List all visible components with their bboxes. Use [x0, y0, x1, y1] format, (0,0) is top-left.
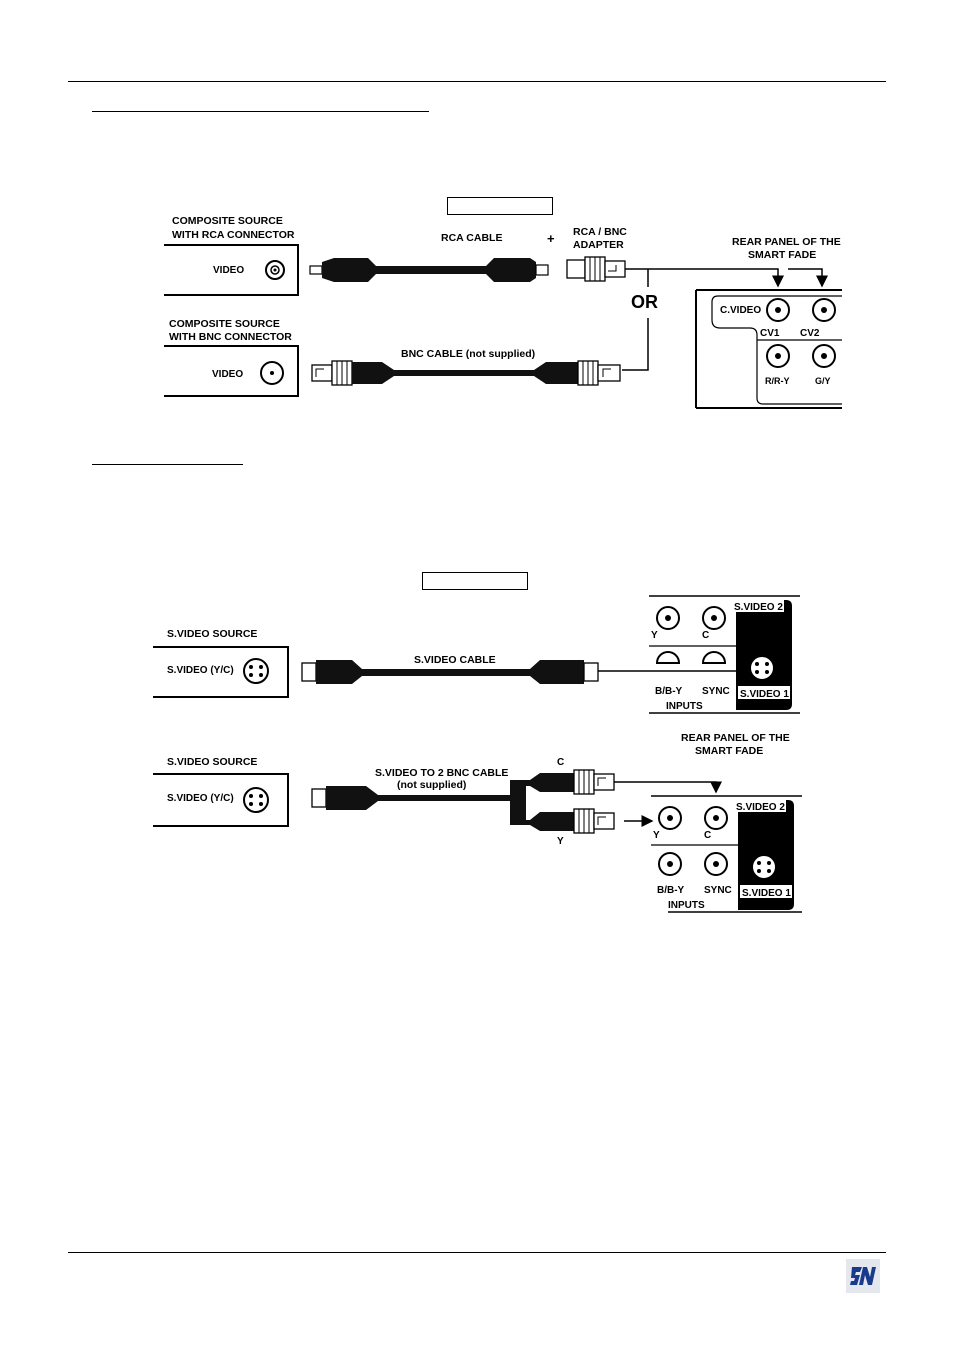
plus-sign: +: [547, 231, 555, 246]
svideo-rear-panel-1: S.VIDEO 2 Y C B/B-Y SYNC INPUTS S.VIDE: [649, 595, 800, 714]
svideo-cable-label: S.VIDEO CABLE: [414, 654, 496, 666]
panel2-sync-label: SYNC: [704, 885, 732, 896]
panel2-bby-label: B/B-Y: [657, 885, 685, 896]
source-bnc-box: [164, 345, 299, 397]
panel2-inputs-label: INPUTS: [668, 900, 705, 911]
svideo-rear-panel-label-line1: REAR PANEL OF THE: [681, 732, 790, 744]
panel2-bnc-bby-icon: [658, 852, 682, 876]
svideo-rear-panel-2: S.VIDEO 2 Y C B/B-Y SYNC INPUTS: [651, 795, 802, 913]
panel2-y-label: Y: [653, 830, 660, 841]
panel1-inputs-label: INPUTS: [666, 701, 703, 712]
bnc-cable: [311, 360, 621, 386]
bnc-cable-label: BNC CABLE (not supplied): [401, 348, 535, 360]
svideo-bnc-cable-label-line2: (not supplied): [397, 779, 466, 791]
rear-panel-label-line2: SMART FADE: [748, 249, 816, 261]
rear-panel-label-line1: REAR PANEL OF THE: [732, 236, 841, 248]
svideo-diagram: S.VIDEO SOURCE S.VIDEO (Y/C) S.VIDEO CAB…: [153, 595, 802, 913]
panel1-bnc-sync-icon: [701, 651, 727, 664]
panel-cv1-label: CV1: [760, 328, 780, 339]
branch-y-label: Y: [557, 836, 564, 847]
panel1-bnc-bby-icon: [655, 651, 681, 664]
panel2-bnc-y-icon: [658, 806, 682, 830]
branch-c-label: C: [557, 757, 564, 768]
adapter-label-line2: ADAPTER: [573, 239, 624, 251]
header-rule: [68, 81, 886, 82]
panel1-y-label: Y: [651, 630, 658, 641]
panel-cv2-label: CV2: [800, 328, 820, 339]
or-label: OR: [631, 292, 658, 312]
svideo-diagram-caption-box: [422, 572, 528, 590]
panel1-bby-label: B/B-Y: [655, 686, 683, 697]
panel-cvideo-label: C.VIDEO: [720, 305, 761, 316]
bnc-cv2-icon: [812, 298, 836, 322]
composite-diagram: COMPOSITE SOURCE WITH RCA CONNECTOR VIDE…: [164, 215, 842, 409]
svideo-source1-box: [153, 646, 289, 698]
svideo-source2-label: S.VIDEO SOURCE: [167, 756, 257, 768]
panel1-svideo2-label: S.VIDEO 2: [734, 602, 783, 613]
svideo-jack-icon: [243, 658, 269, 684]
panel2-svideo2-label: S.VIDEO 2: [736, 802, 785, 813]
adapter-label-line1: RCA / BNC: [573, 226, 627, 238]
source-rca-label-line1: COMPOSITE SOURCE: [172, 215, 283, 227]
svideo-source1-label: S.VIDEO SOURCE: [167, 628, 257, 640]
panel1-sync-label: SYNC: [702, 686, 730, 697]
rca-jack-icon: [265, 260, 285, 280]
source-bnc-label-line1: COMPOSITE SOURCE: [169, 318, 280, 330]
bnc-r-ry-icon: [766, 344, 790, 368]
company-logo-icon: [846, 1259, 880, 1293]
svideo-bnc-cable-label-line1: S.VIDEO TO 2 BNC CABLE: [375, 767, 508, 779]
panel2-bnc-sync-icon: [704, 852, 728, 876]
svideo-source1-port-label: S.VIDEO (Y/C): [167, 665, 234, 676]
bnc-jack-icon: [260, 361, 284, 385]
rca-bnc-adapter-icon: [566, 256, 626, 282]
svideo-source2-port-label: S.VIDEO (Y/C): [167, 793, 234, 804]
panel2-c-label: C: [704, 830, 711, 841]
panel1-c-label: C: [702, 630, 709, 641]
panel1-bnc-y-icon: [656, 606, 680, 630]
panel-g-y-label: G/Y: [815, 376, 831, 386]
composite-diagram-caption-box: [447, 197, 553, 215]
svideo-source2-box: [153, 773, 289, 827]
panel2-bnc-c-icon: [704, 806, 728, 830]
panel-r-ry-label: R/R-Y: [765, 376, 790, 386]
panel1-svideo1-jack-icon: [749, 655, 775, 681]
svideo-cable: [301, 660, 599, 684]
section-heading-underline-composite: [92, 111, 429, 112]
svideo-rear-panel-label-line2: SMART FADE: [695, 745, 763, 757]
panel1-svideo1-label: S.VIDEO 1: [740, 689, 789, 700]
svideo-jack2-icon: [243, 787, 269, 813]
panel2-svideo1-label: S.VIDEO 1: [742, 888, 791, 899]
footer-rule: [68, 1252, 886, 1253]
source-bnc-port-label: VIDEO: [212, 369, 243, 380]
source-bnc-label-line2: WITH BNC CONNECTOR: [169, 331, 292, 343]
panel2-svideo1-jack-icon: [751, 854, 777, 880]
source-rca-port-label: VIDEO: [213, 265, 244, 276]
bnc-cv1-icon: [766, 298, 790, 322]
bnc-g-y-icon: [812, 344, 836, 368]
section-heading-underline-svideo: [92, 464, 243, 465]
svideo-to-bnc-cable: [311, 769, 615, 834]
rca-cable: [309, 258, 549, 282]
panel1-bnc-c-icon: [702, 606, 726, 630]
source-rca-box: [164, 244, 299, 296]
source-rca-label-line2: WITH RCA CONNECTOR: [172, 229, 295, 241]
rca-cable-label: RCA CABLE: [441, 232, 502, 244]
composite-rear-panel: C.VIDEO CV1 CV2 R/R-Y G/Y: [695, 289, 842, 409]
